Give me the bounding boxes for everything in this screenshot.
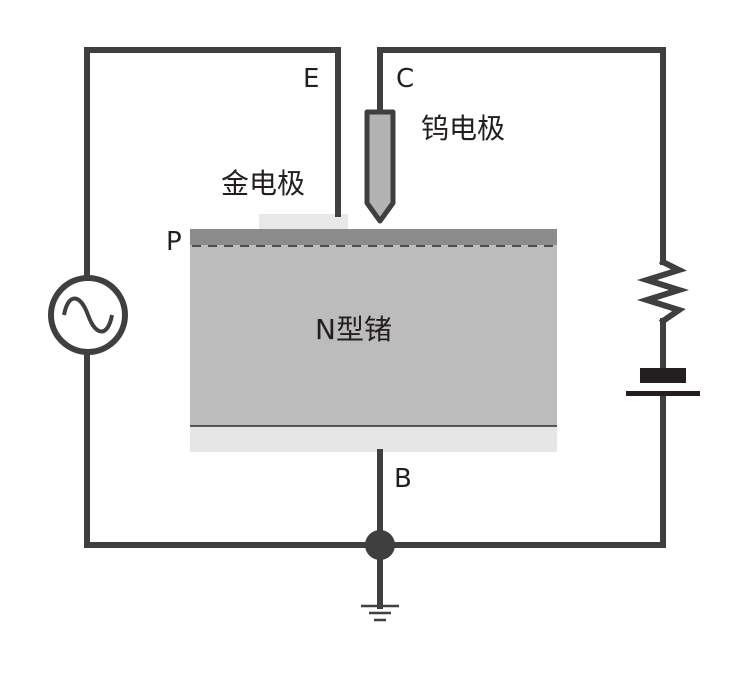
battery-icon [626,368,700,396]
base-label: B [394,464,412,494]
collector-top-wire [377,47,666,265]
gold-electrode [259,214,348,229]
ac-source-icon [48,275,128,355]
gold-electrode-label: 金电极 [221,167,305,200]
p-region-label: P [166,227,182,257]
junction-dot-icon [365,530,395,560]
p-layer [190,229,557,245]
battery-to-ground-wire [377,393,666,548]
ground-icon [361,604,399,622]
collector-label: C [396,64,414,94]
base-plate [190,427,557,452]
emitter-loop-wire [84,47,383,548]
n-germanium-crystal [190,229,557,426]
emitter-label: E [303,64,319,94]
resistor-icon [636,257,690,326]
tungsten-electrode-label: 钨电极 [421,112,505,145]
n-germanium-label: N型锗 [315,313,392,346]
tungsten-probe [364,109,396,224]
